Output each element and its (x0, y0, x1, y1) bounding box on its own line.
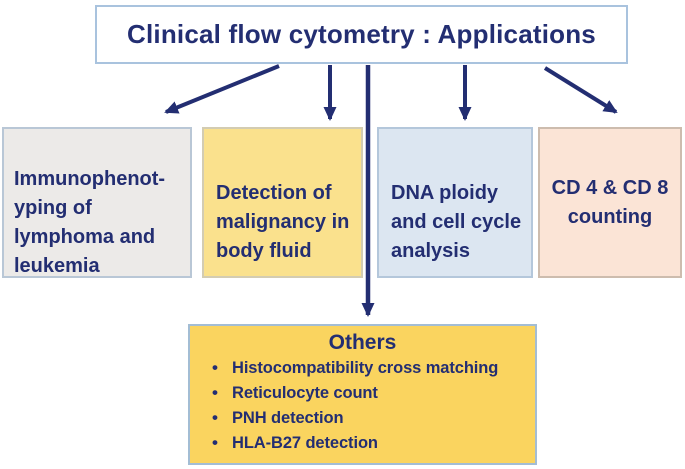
others-item: HLA-B27 detection (212, 433, 527, 453)
others-list: Histocompatibility cross matching Reticu… (190, 358, 535, 453)
box-dna-ploidy-label: DNA ploidy and cell cycle analysis (391, 182, 522, 262)
box-cd4-cd8-counting: CD 4 & CD 8 counting (538, 127, 682, 278)
box-malignancy-detection: Detection of malignancy in body fluid (202, 127, 363, 278)
diagram-title: Clinical flow cytometry : Applications (127, 19, 596, 49)
box-malignancy-detection-label: Detection of malignancy in body fluid (216, 182, 350, 262)
others-title: Others (328, 331, 397, 354)
box-dna-ploidy: DNA ploidy and cell cycle analysis (377, 127, 533, 278)
arrow-to-immunophenotyping (164, 64, 280, 114)
others-item: Reticulocyte count (212, 383, 527, 403)
diagram-title-box: Clinical flow cytometry : Applications (95, 5, 628, 64)
box-immunophenotyping-label: Immunophenot- yping of lymphoma and leuk… (14, 168, 166, 277)
box-cd4-cd8-counting-label: CD 4 & CD 8 counting (551, 176, 669, 228)
others-item: PNH detection (212, 408, 527, 428)
others-item: Histocompatibility cross matching (212, 358, 527, 378)
box-immunophenotyping: Immunophenot- yping of lymphoma and leuk… (2, 127, 192, 278)
box-others: Others Histocompatibility cross matching… (188, 324, 537, 465)
arrow-to-cd4-cd8 (543, 66, 618, 114)
